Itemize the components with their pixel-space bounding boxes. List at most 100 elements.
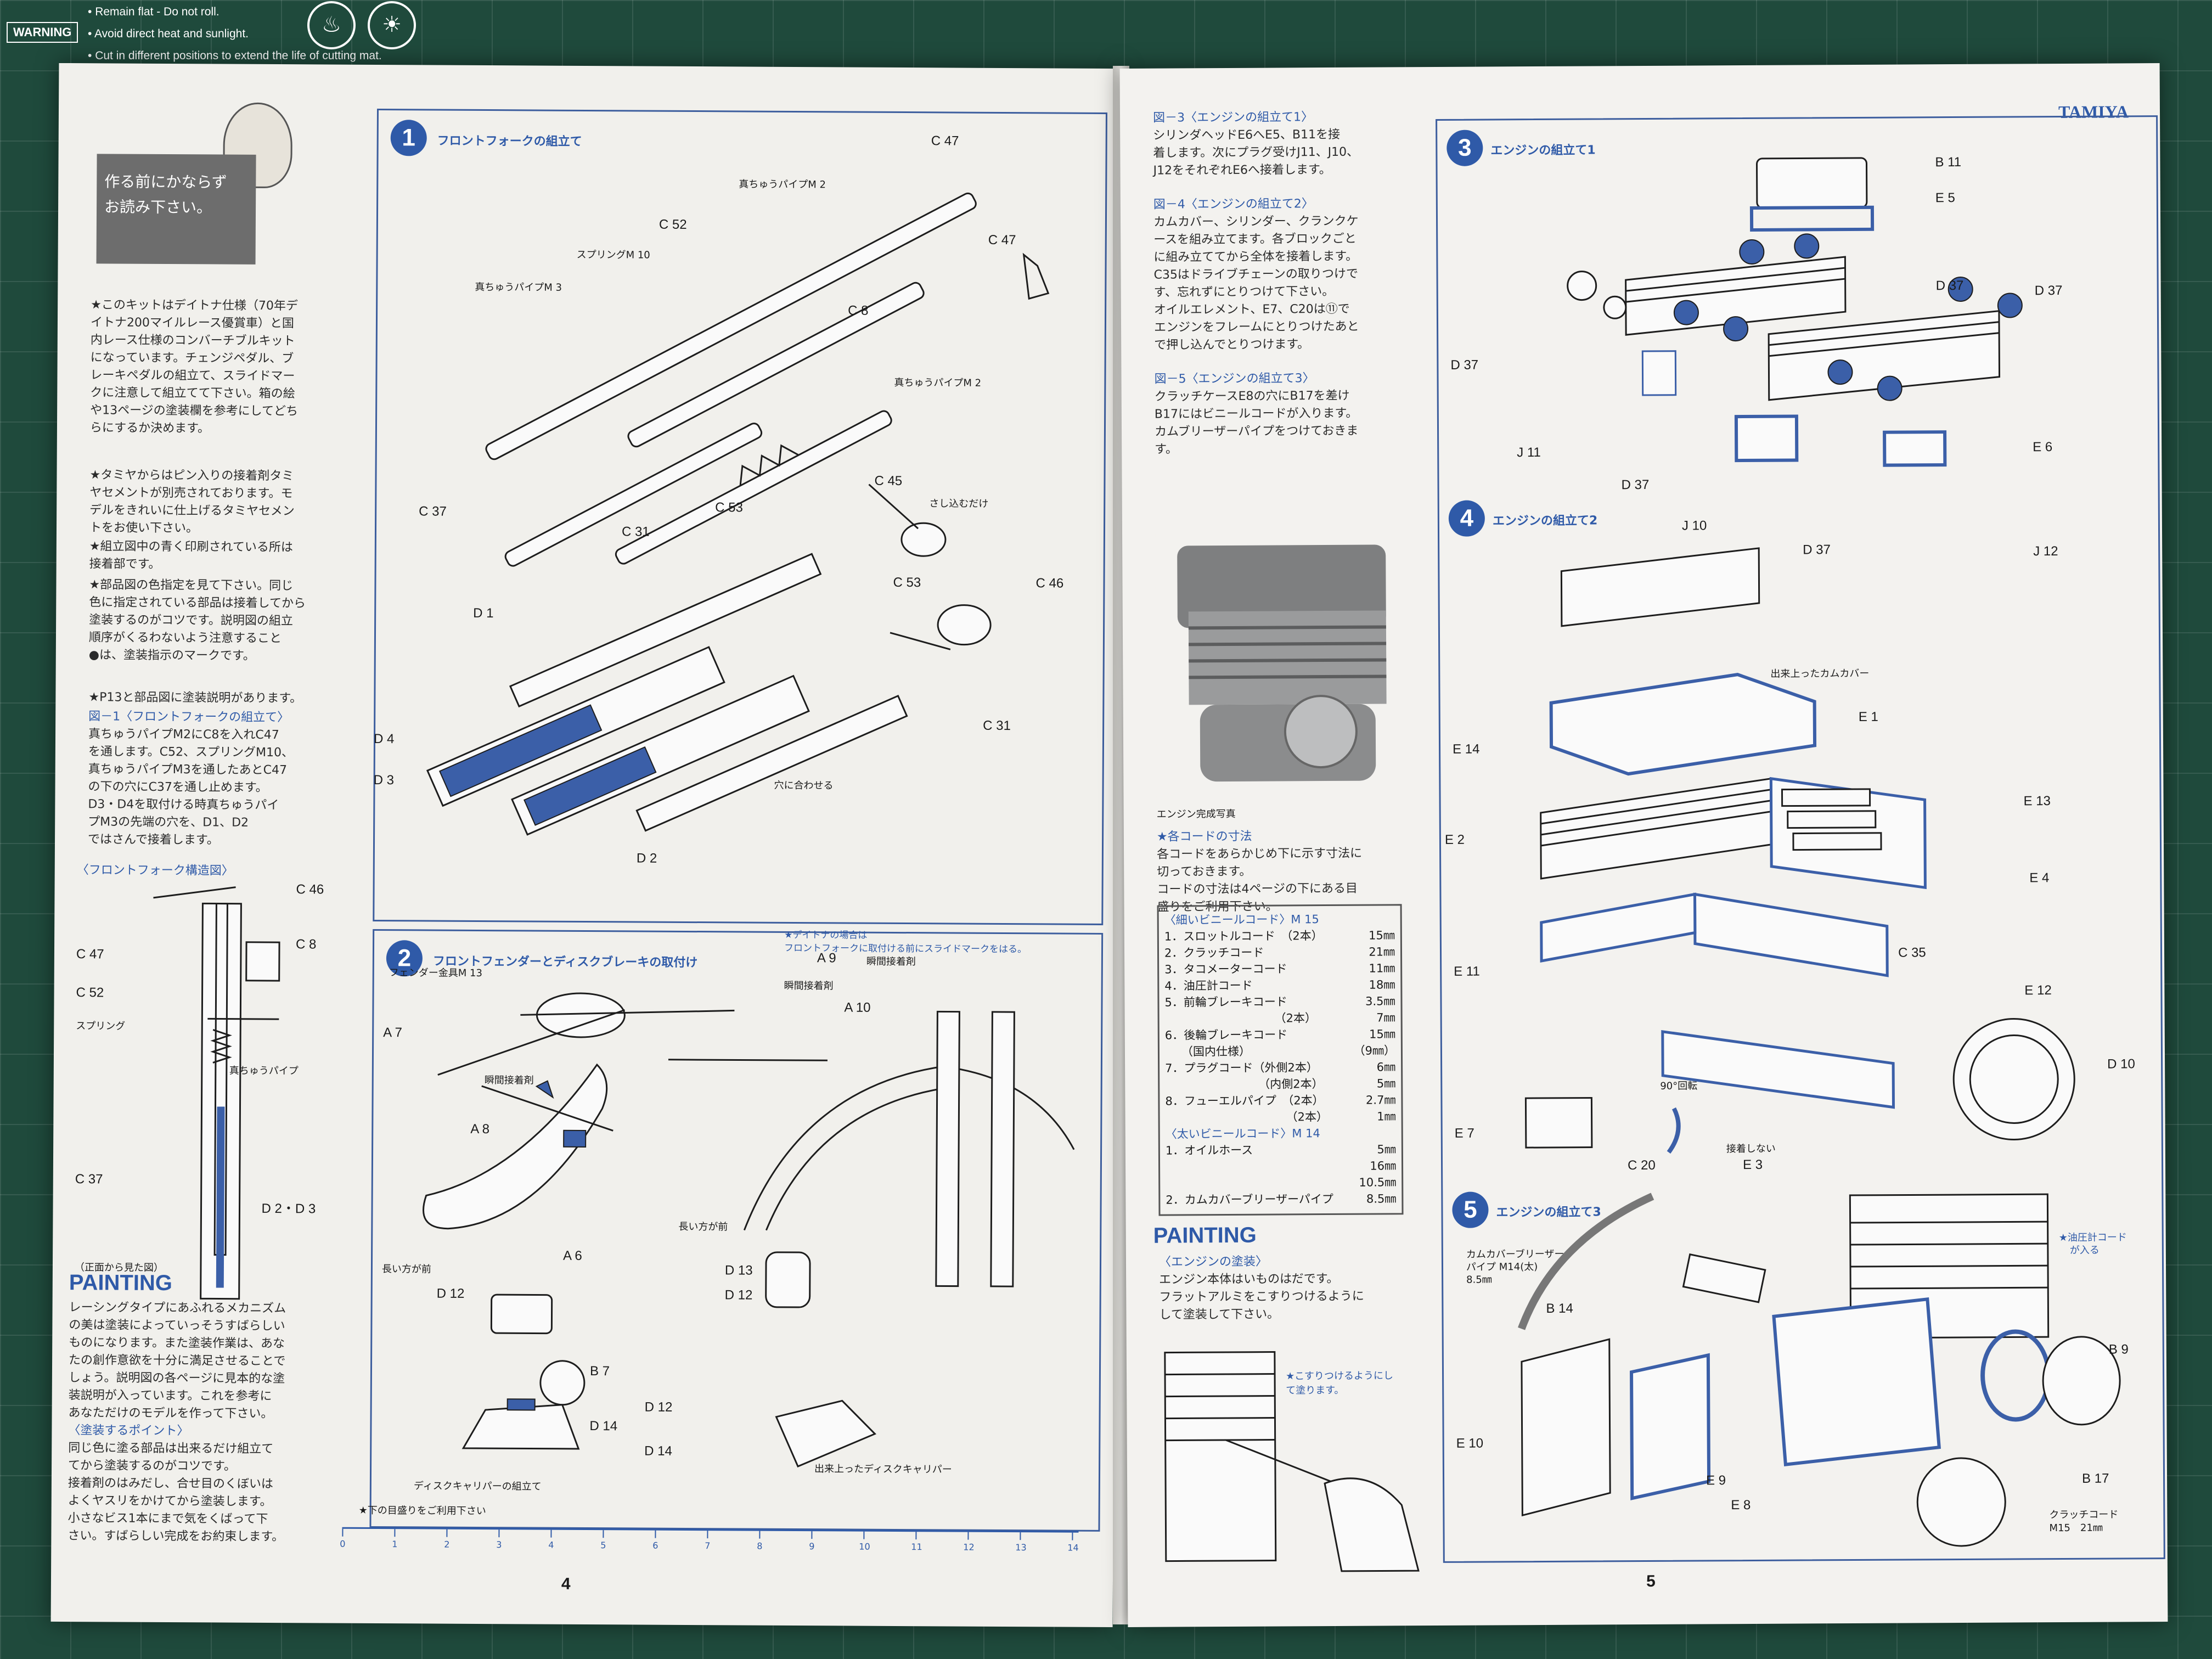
fork-structure-diagram	[153, 886, 280, 1300]
structure-label: C 52	[76, 985, 104, 1000]
part-label: C 37	[419, 504, 447, 519]
warning-badge: WARNING	[7, 22, 78, 43]
page-number: 4	[561, 1574, 571, 1593]
part-label: A 10	[844, 1000, 871, 1015]
part-label: C 46	[1035, 576, 1064, 591]
intro-paragraph: ★組立図中の青く印刷されている所は接着部です。	[89, 539, 293, 571]
part-label: C 53	[715, 500, 743, 515]
part-label: D 37	[1935, 278, 1964, 294]
structure-label: D 2・D 3	[261, 1201, 316, 1217]
part-label: A 7	[383, 1025, 402, 1041]
part-label: 瞬間接着剤	[484, 1075, 534, 1087]
intro-paragraph: ★部品図の色指定を見て下さい。同じ色に指定されている部品は接着してから塗装するの…	[88, 578, 306, 663]
part-label: 瞬間接着剤	[784, 980, 834, 992]
warning-line: Remain flat - Do not roll.	[88, 1, 382, 23]
mat-warning-header: WARNING Remain flat - Do not roll. Avoid…	[0, 0, 549, 66]
part-label: 90°回転	[1660, 1080, 1698, 1092]
part-label: J 10	[1681, 518, 1707, 533]
table-row: （国内仕様）（9㎜）	[1181, 1044, 1396, 1059]
part-label: E 8	[1731, 1497, 1751, 1513]
part-label: D 10	[2107, 1056, 2135, 1072]
table-row: 〈細いビニールコード〉M 15	[1164, 913, 1319, 927]
warning-lines: Remain flat - Do not roll. Avoid direct …	[88, 1, 382, 67]
flame-icon: ♨	[307, 1, 356, 49]
part-label: ディスクキャリパーの組立て	[413, 1480, 542, 1493]
part-label: D 1	[473, 605, 494, 621]
part-label: D 12	[724, 1287, 753, 1303]
step-4-title: エンジンの組立て2	[1492, 514, 1598, 528]
engine-final-drawing	[1518, 1193, 2121, 1547]
part-label: D 12	[644, 1399, 673, 1415]
part-label: 出来上ったディスクキャリパー	[814, 1463, 952, 1476]
sun-icon: ☀	[368, 1, 416, 49]
assembly-notes: 図－3〈エンジンの組立て1〉 シリンダヘッドE6へE5、B11を接着します。次に…	[1152, 110, 1359, 457]
part-label: 長い方が前	[381, 1263, 432, 1275]
part-label: B 7	[589, 1364, 610, 1379]
intro-paragraph: ★このキットはデイトナ仕様（70年デイトナ200マイルレース優賞車）と国内レース…	[89, 298, 299, 436]
structure-label: C 8	[295, 937, 317, 952]
engine-painting-text: 〈エンジンの塗装〉 エンジン本体はいものはだです。フラットアルミをこすりつけるよ…	[1158, 1255, 1364, 1322]
part-label: C 52	[658, 217, 687, 232]
part-label: 穴に合わせる	[774, 779, 834, 792]
measuring-ruler: 0 1 2 3 4 5 6 7 8 9 10 11 12 13 14	[340, 1527, 1079, 1555]
part-label: C 47	[931, 133, 959, 149]
part-label: E 7	[1454, 1126, 1474, 1141]
front-fork-assembly-drawing	[426, 192, 1050, 836]
part-label: D 14	[589, 1419, 618, 1434]
part-label: が入る	[2069, 1244, 2100, 1256]
structure-label: C 47	[76, 947, 104, 962]
warning-line: Cut in different positions to extend the…	[88, 45, 382, 67]
part-label: E 10	[1456, 1436, 1484, 1451]
intro-paragraph: ★P13と部品図に塗装説明があります。	[88, 690, 302, 706]
part-label: E 9	[1706, 1473, 1726, 1488]
table-row: （2本）7㎜	[1274, 1011, 1395, 1025]
photo-caption: エンジン完成写真	[1156, 808, 1236, 820]
part-label: B 9	[2108, 1342, 2129, 1357]
table-row: 8．フューエルパイプ （2本）2.7㎜	[1165, 1093, 1396, 1108]
part-label: E 12	[2024, 983, 2052, 998]
part-label: M15 21㎜	[2049, 1522, 2103, 1534]
part-label: E 6	[2033, 440, 2053, 455]
painting-title: PAINTING	[69, 1270, 173, 1296]
part-label: C 31	[983, 718, 1011, 734]
part-label: D 37	[1450, 357, 1479, 373]
part-label: A 9	[817, 951, 836, 966]
part-label: E 5	[1935, 190, 1955, 206]
part-label: スプリングM 10	[576, 249, 650, 261]
part-label: D 2	[636, 851, 657, 866]
table-row: （内側2本）5㎜	[1258, 1077, 1396, 1091]
part-label: フェンダー金具M 13	[389, 967, 482, 980]
cylinder-head-drawing	[1567, 157, 2023, 467]
part-label: D 14	[644, 1443, 672, 1459]
part-label: C 8	[848, 303, 869, 318]
painting-text: レーシングタイプにあふれるメカニズムの美は塗装によっていっそうすばらしいものにな…	[67, 1301, 286, 1544]
part-label: クラッチコード	[2049, 1509, 2119, 1521]
part-label: さし込むだけ	[929, 498, 989, 510]
step-5-number: 5	[1452, 1191, 1489, 1228]
part-label: E 1	[1858, 709, 1878, 724]
part-label: J 11	[1517, 445, 1541, 460]
part-label: C 47	[988, 232, 1016, 248]
part-label: D 3	[373, 772, 395, 788]
part-label: 瞬間接着剤	[866, 955, 916, 968]
engine-photo	[1155, 511, 1415, 798]
structure-label: C 37	[75, 1172, 103, 1187]
page-number: 5	[1646, 1572, 1656, 1590]
part-label: D 37	[1621, 477, 1650, 493]
table-row: 10.5㎜	[1359, 1176, 1397, 1189]
part-label: E 2	[1444, 832, 1465, 847]
part-label: E 4	[2029, 870, 2050, 886]
part-label: C 53	[893, 575, 921, 591]
part-label: D 13	[724, 1263, 753, 1278]
part-label: A 8	[470, 1121, 490, 1137]
right-page: TAMIYA 図－3〈エンジンの組立て1〉 シリンダヘッドE6へE5、B11を接…	[1119, 63, 2168, 1627]
notice-box: 作る前にかならず お読み下さい。	[96, 154, 256, 265]
warning-line: Avoid direct heat and sunlight.	[88, 23, 382, 45]
intro-paragraph: ★タミヤからはピン入りの接着剤タミヤセメントが別売されております。モデルをきれい…	[89, 468, 295, 536]
part-label: 長い方が前	[678, 1221, 728, 1233]
